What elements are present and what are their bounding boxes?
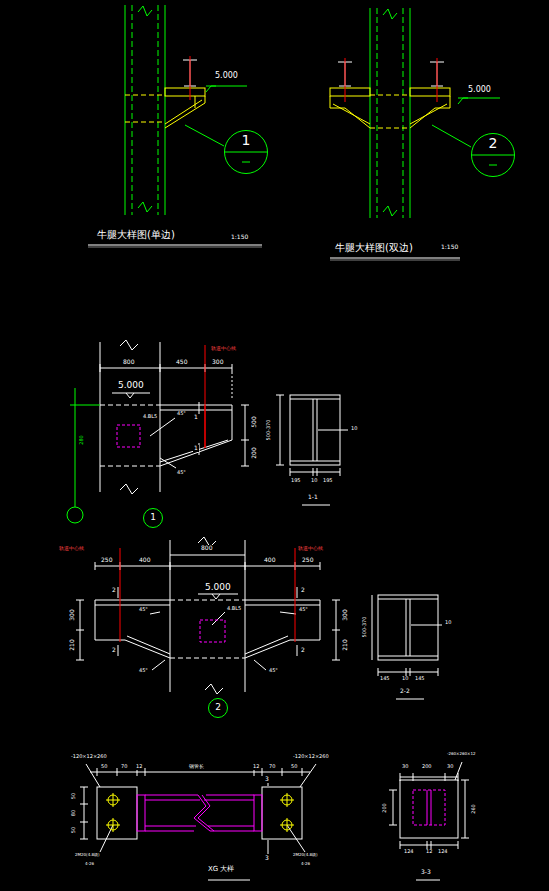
drawing-label: 1 (193, 445, 199, 452)
callout-circle: 1 (224, 130, 268, 174)
drawing-label: 4.BL5 (226, 606, 242, 612)
drawing-label: 50 (71, 792, 77, 800)
drawing-label: 800 (122, 359, 135, 366)
drawing-label: 800 (200, 545, 213, 552)
drawing-label: 1:150 (230, 234, 249, 241)
drawing-label: 3-3 (420, 869, 432, 876)
callout-circle: 2 (471, 133, 515, 177)
drawing-label: 1-1 (307, 494, 319, 501)
drawing-label: 500 (251, 415, 258, 428)
drawing-label: 250 (100, 557, 113, 564)
drawing-label: 10 (444, 620, 452, 626)
drawing-label: 牛腿大样图(双边) (334, 242, 414, 253)
drawing-label: 5.000 (204, 583, 232, 593)
drawing-label: 12 (252, 764, 260, 770)
drawing-label: 牛腿大样图(单边) (96, 229, 176, 240)
drawing-label: 30 (401, 764, 409, 770)
callout-number: 2 (472, 136, 514, 151)
callout-circle: 1 (143, 508, 163, 528)
drawing-label: 200 (251, 446, 258, 459)
drawing-label: 145 (414, 676, 426, 682)
drawing-label: 30 (446, 764, 454, 770)
drawing-label: 12 (425, 849, 433, 855)
drawing-label: 2 (300, 587, 306, 594)
drawing-label: 300 (211, 359, 224, 366)
drawing-label: 210 (342, 638, 349, 651)
drawing-label: 10 (401, 676, 409, 682)
drawing-label: 轨道中心线 (210, 346, 237, 352)
drawing-label: 45° (268, 668, 279, 674)
callout-number: 1 (225, 133, 267, 148)
drawing-label: 70 (268, 764, 276, 770)
drawing-label: 45° (176, 470, 187, 476)
drawing-label: 45° (176, 411, 187, 417)
drawing-label: 轨道中心线 (58, 546, 85, 552)
drawing-label: 200 (421, 764, 433, 770)
drawing-label: XG 大样 (207, 866, 235, 874)
drawing-label: 280 (79, 434, 85, 446)
drawing-label: 轨道中心线 (297, 546, 324, 552)
drawing-label: 250 (301, 557, 314, 564)
drawing-label: -120×12×260 (70, 754, 108, 760)
drawing-label: 400 (138, 557, 151, 564)
drawing-label: 10 (350, 426, 358, 432)
drawing-label: 50 (71, 826, 77, 834)
drawing-label: 2 (300, 647, 306, 654)
drawing-label: 2M20(4.8级) (74, 853, 101, 857)
drawing-label: 2 (111, 647, 117, 654)
drawing-label: 2-2 (399, 688, 411, 695)
callout-number: 1 (144, 513, 162, 523)
callout-number: 2 (209, 703, 227, 713)
drawing-label: 45° (138, 607, 149, 613)
drawing-label: 195 (290, 478, 302, 484)
drawing-label: 1 (193, 414, 199, 421)
drawing-label: 50 (290, 764, 298, 770)
drawing-label: 260 (471, 803, 477, 815)
drawing-label: 300 (342, 608, 349, 621)
drawing-label: 300 (69, 608, 76, 621)
drawing-label: 5.000 (117, 381, 145, 391)
drawing-label: 50 (100, 764, 108, 770)
drawing-label: 500-370 (266, 419, 272, 442)
drawing-label: 124 (403, 849, 415, 855)
drawing-label: -120×12×260 (292, 754, 330, 760)
drawing-label: 145 (379, 676, 391, 682)
drawing-label: 10 (310, 478, 318, 484)
drawing-label: 450 (175, 359, 188, 366)
drawing-label: 5.000 (467, 86, 492, 95)
drawing-label: 200 (382, 802, 388, 814)
drawing-label: 195 (322, 478, 334, 484)
drawing-label: 124 (437, 849, 449, 855)
drawing-label: 3 (264, 776, 270, 783)
drawing-label: -260×260×12 (446, 752, 477, 756)
drawing-label: 3 (264, 855, 270, 862)
drawing-label: 12 (135, 764, 143, 770)
drawing-label: 80 (71, 809, 77, 817)
drawing-label: 钢管长 (188, 764, 205, 770)
drawing-label: 400 (263, 557, 276, 564)
drawing-label: 210 (69, 638, 76, 651)
drawing-label: 45° (138, 668, 149, 674)
drawing-label: 5.000 (214, 72, 239, 81)
drawing-label: 4.BL5 (142, 414, 158, 420)
drawing-label: 1:150 (440, 244, 459, 251)
drawing-label: 45° (298, 607, 309, 613)
drawing-label: 4-26 (84, 862, 95, 866)
callout-circle: 2 (208, 698, 228, 718)
drawing-label: 500-370 (362, 616, 368, 639)
drawing-label: 2 (111, 587, 117, 594)
drawing-label: 70 (120, 764, 128, 770)
drawing-label: 2M20(4.8级) (292, 853, 319, 857)
drawing-label: 4-26 (300, 862, 311, 866)
